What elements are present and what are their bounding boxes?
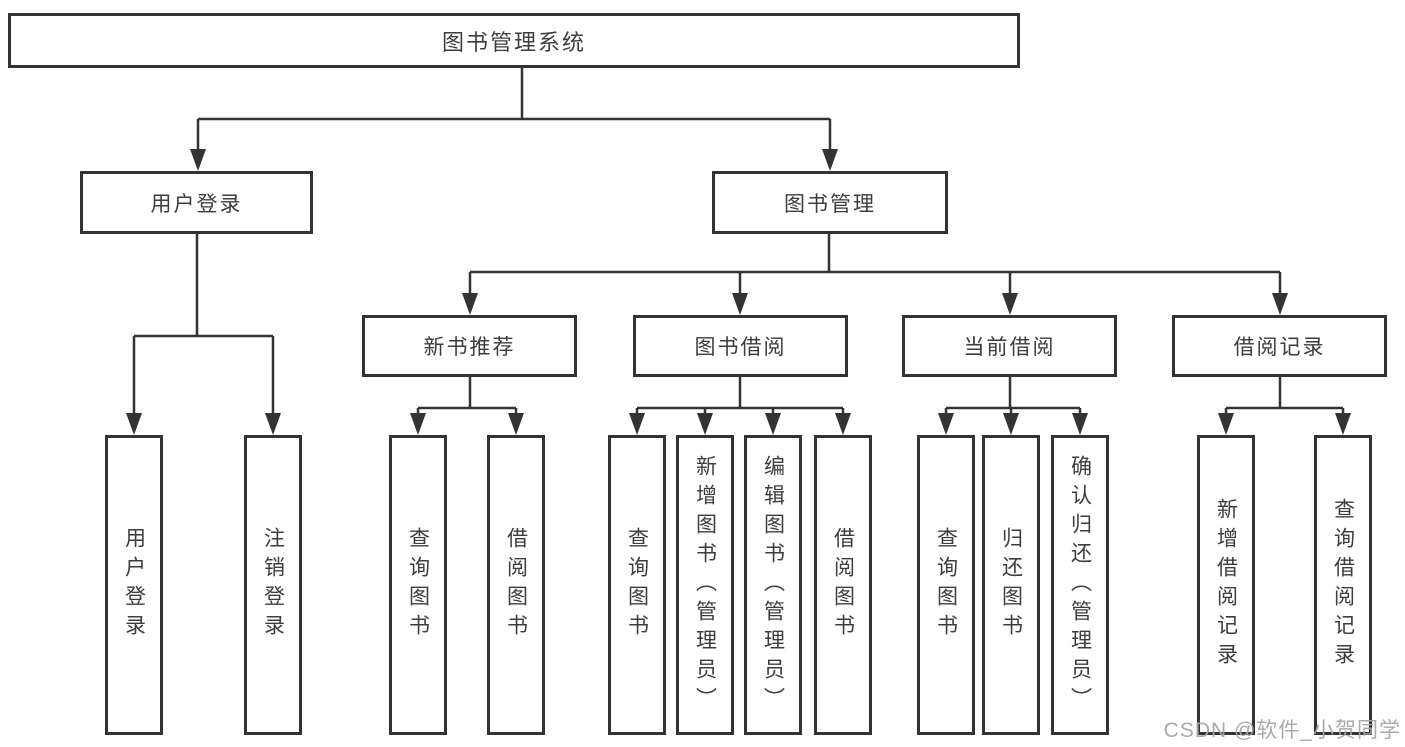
leaf-add-book-admin-label: 新增图书（管理员） bbox=[693, 454, 717, 716]
node-book-management: 图书管理 bbox=[712, 171, 948, 234]
node-root-system: 图书管理系统 bbox=[8, 13, 1020, 68]
leaf-query-books-current-label: 查询图书 bbox=[934, 527, 958, 643]
leaf-borrow-books-label: 借阅图书 bbox=[831, 527, 855, 643]
csdn-watermark: CSDN @软件_小贺同学 bbox=[1163, 719, 1401, 742]
leaf-return-books: 归还图书 bbox=[982, 435, 1040, 735]
leaf-logout-label: 注销登录 bbox=[261, 527, 285, 643]
leaf-confirm-return-admin-label: 确认归还（管理员） bbox=[1068, 454, 1092, 716]
arrowheads bbox=[126, 149, 1351, 435]
leaf-user-login: 用户登录 bbox=[105, 435, 163, 735]
node-user-login: 用户登录 bbox=[80, 171, 313, 234]
leaf-borrow-books-recommend: 借阅图书 bbox=[487, 435, 545, 735]
leaf-query-borrow-record-label: 查询借阅记录 bbox=[1331, 498, 1355, 672]
leaf-user-login-label: 用户登录 bbox=[122, 527, 146, 643]
node-new-book-recommendation: 新书推荐 bbox=[362, 315, 577, 377]
leaf-add-borrow-record: 新增借阅记录 bbox=[1197, 435, 1255, 735]
node-borrowing-records: 借阅记录 bbox=[1172, 315, 1387, 377]
leaf-query-books-borrowing: 查询图书 bbox=[608, 435, 666, 735]
leaf-query-borrow-record: 查询借阅记录 bbox=[1314, 435, 1372, 735]
leaf-edit-book-admin-label: 编辑图书（管理员） bbox=[761, 454, 785, 716]
leaf-query-books-recommend: 查询图书 bbox=[389, 435, 447, 735]
leaf-return-books-label: 归还图书 bbox=[999, 527, 1023, 643]
leaf-logout: 注销登录 bbox=[244, 435, 302, 735]
node-current-borrowing: 当前借阅 bbox=[902, 315, 1117, 377]
node-book-borrowing: 图书借阅 bbox=[633, 315, 848, 377]
leaf-add-book-admin: 新增图书（管理员） bbox=[676, 435, 734, 735]
leaf-edit-book-admin: 编辑图书（管理员） bbox=[744, 435, 802, 735]
leaf-add-borrow-record-label: 新增借阅记录 bbox=[1214, 498, 1238, 672]
leaf-borrow-books-recommend-label: 借阅图书 bbox=[504, 527, 528, 643]
leaf-query-books-recommend-label: 查询图书 bbox=[406, 527, 430, 643]
leaf-borrow-books: 借阅图书 bbox=[814, 435, 872, 735]
leaf-query-books-current: 查询图书 bbox=[917, 435, 975, 735]
leaf-query-books-borrowing-label: 查询图书 bbox=[625, 527, 649, 643]
leaf-confirm-return-admin: 确认归还（管理员） bbox=[1051, 435, 1109, 735]
